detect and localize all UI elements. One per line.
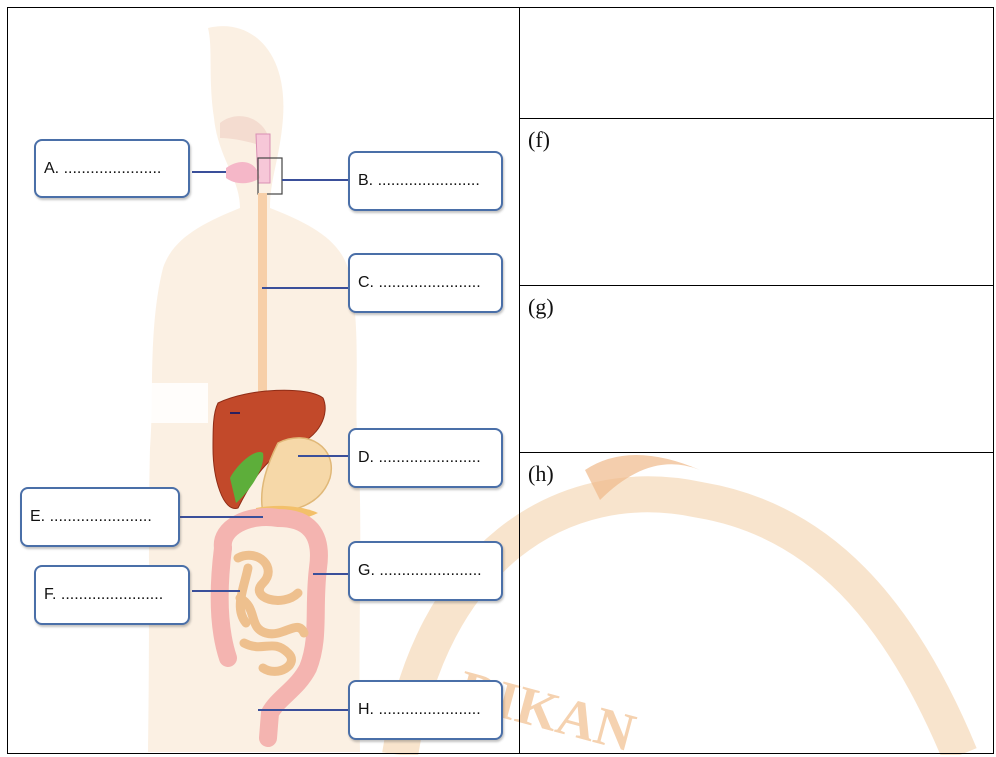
answer-label-f: (f) <box>520 119 993 153</box>
digestive-system-diagram: A. ...................... B. ...........… <box>8 8 514 752</box>
label-a-text: A. ...................... <box>44 160 161 178</box>
answer-label-g: (g) <box>520 286 993 320</box>
answer-label-1 <box>520 8 993 16</box>
label-box-f[interactable]: F. ....................... <box>34 565 190 625</box>
label-g-text: G. ....................... <box>358 562 482 580</box>
label-d-text: D. ....................... <box>358 449 481 467</box>
label-box-c[interactable]: C. ....................... <box>348 253 503 313</box>
ascending-colon <box>220 548 228 658</box>
white-patch-left <box>148 383 208 423</box>
label-box-h[interactable]: H. ....................... <box>348 680 503 740</box>
answer-cell-g: (g) <box>520 286 994 453</box>
answer-label-h: (h) <box>520 453 993 487</box>
label-box-d[interactable]: D. ....................... <box>348 428 503 488</box>
label-b-text: B. ....................... <box>358 172 480 190</box>
label-h-text: H. ....................... <box>358 701 481 719</box>
label-f-text: F. ....................... <box>44 586 163 604</box>
label-box-a[interactable]: A. ...................... <box>34 139 190 198</box>
label-box-e[interactable]: E. ....................... <box>20 487 180 547</box>
answer-cell-h: (h) <box>520 453 994 754</box>
label-box-g[interactable]: G. ....................... <box>348 541 503 601</box>
body-illustration <box>8 8 514 752</box>
answer-cell-1 <box>520 8 994 119</box>
label-box-b[interactable]: B. ....................... <box>348 151 503 211</box>
label-e-text: E. ....................... <box>30 508 152 526</box>
label-c-text: C. ....................... <box>358 274 481 292</box>
answer-cell-f: (f) <box>520 119 994 286</box>
